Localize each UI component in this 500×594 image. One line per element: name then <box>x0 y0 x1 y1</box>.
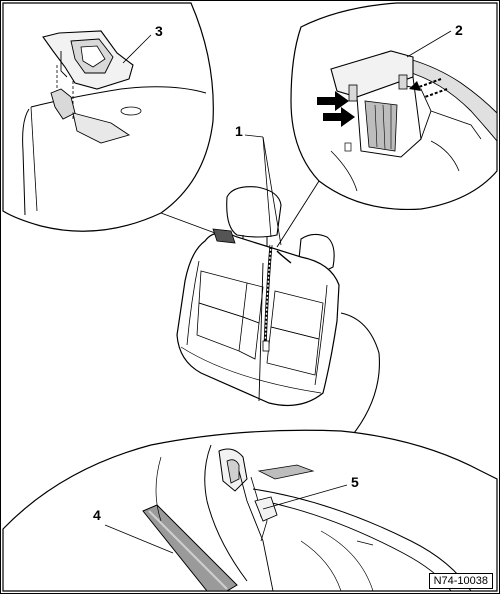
detail-circle-left <box>2 2 214 232</box>
callout-4-label: 4 <box>93 507 101 523</box>
connector-right <box>276 180 320 248</box>
connector-left <box>160 212 216 234</box>
seat-backrest <box>176 134 340 406</box>
callout-1-label: 1 <box>235 123 243 139</box>
detail-circle-right <box>290 2 498 211</box>
detail-bottom <box>2 312 498 592</box>
callout-2-label: 2 <box>455 22 463 38</box>
callout-3-label: 3 <box>155 23 163 39</box>
callout-5-label: 5 <box>351 474 359 490</box>
figure-reference-code: N74-10038 <box>428 573 493 589</box>
